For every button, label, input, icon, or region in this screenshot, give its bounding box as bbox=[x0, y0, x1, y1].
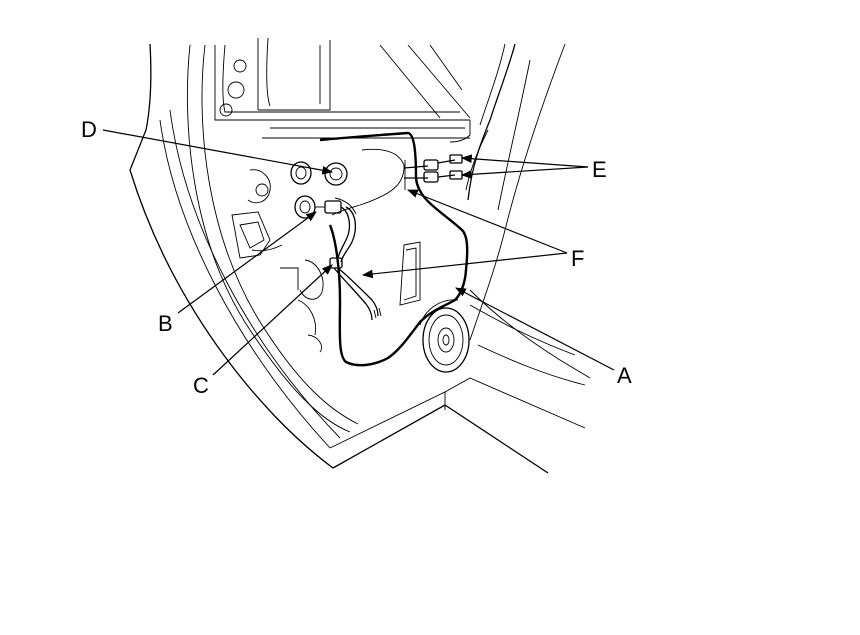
connector-B bbox=[294, 195, 342, 219]
leader-lines bbox=[102, 129, 615, 376]
leader-A bbox=[455, 287, 615, 371]
door-frame bbox=[129, 43, 586, 474]
leader-F-2 bbox=[361, 252, 568, 279]
label-B: B bbox=[158, 311, 173, 336]
label-C: C bbox=[193, 373, 209, 398]
wire-harness bbox=[329, 206, 382, 321]
leader-E-2 bbox=[460, 166, 589, 179]
cables-E bbox=[403, 154, 473, 190]
window-frame bbox=[214, 37, 471, 143]
speaker bbox=[419, 299, 470, 373]
bolt-D bbox=[290, 161, 348, 186]
body-pillar bbox=[465, 43, 591, 386]
label-D: D bbox=[81, 117, 97, 142]
leader-D bbox=[102, 129, 334, 175]
leader-E-1 bbox=[460, 154, 589, 168]
label-A: A bbox=[617, 363, 632, 388]
label-E: E bbox=[592, 157, 607, 182]
inner-panel-details bbox=[219, 59, 324, 353]
leader-C bbox=[212, 264, 333, 376]
leader-F-1 bbox=[406, 189, 568, 254]
label-F: F bbox=[571, 246, 585, 271]
leader-B bbox=[177, 211, 317, 314]
